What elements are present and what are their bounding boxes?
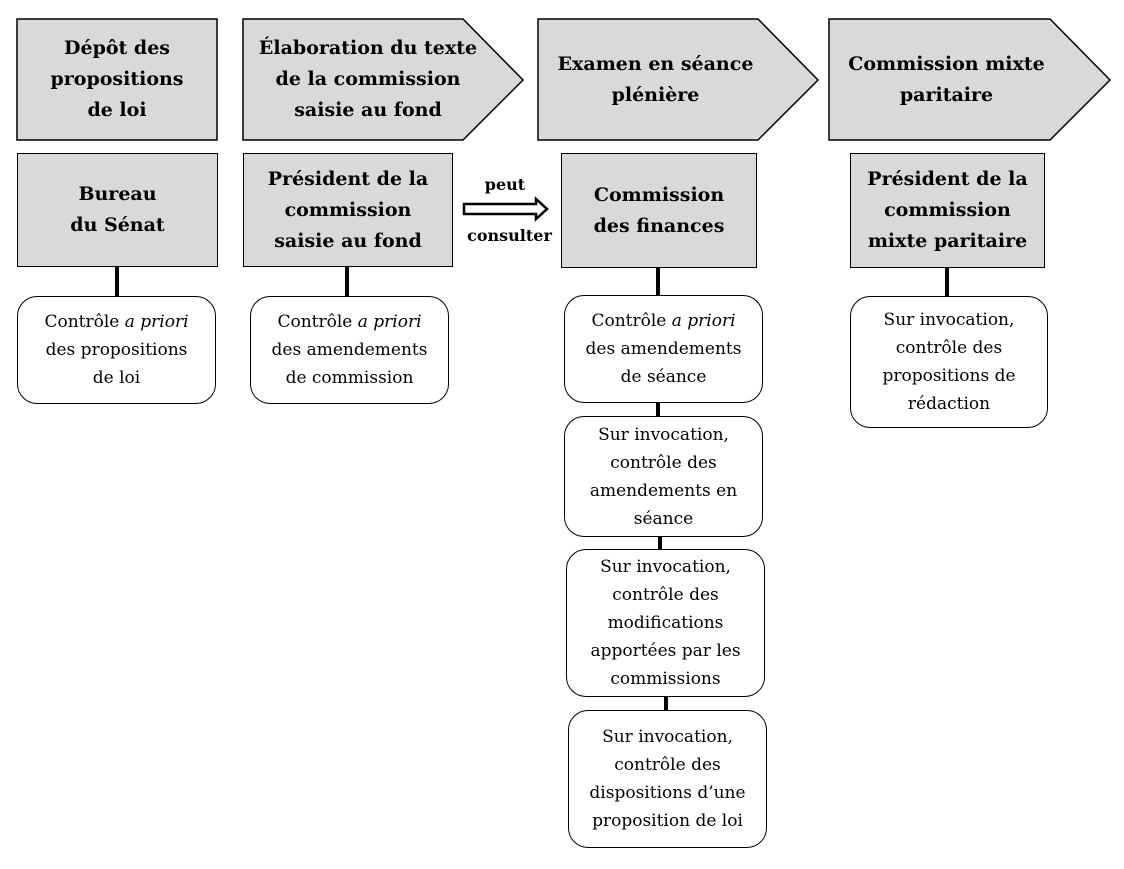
role-box-commission-finances: Commission des finances: [561, 153, 757, 268]
stage-label-cmp: Commission mixte paritaire: [848, 52, 1045, 106]
control-box-finances-1: Contrôle a priori des amendements de séa…: [564, 295, 763, 403]
role-box-bureau: Bureau du Sénat: [17, 153, 218, 267]
stage-shape-examen: [537, 18, 820, 141]
stage-label-depot: Dépôt des propositions de loi: [50, 37, 184, 121]
control-box-finances-2: Sur invocation, contrôle des amendements…: [564, 416, 763, 537]
arrow-label-peut: peut: [484, 175, 526, 194]
connector-finances-1: [656, 268, 660, 295]
consult-arrow-icon: [462, 196, 549, 222]
connector-bureau: [115, 267, 119, 296]
control-box-cmp: Sur invocation, contrôle des proposition…: [850, 296, 1048, 428]
stage-shape-elaboration: [242, 18, 525, 141]
arrow-label-consulter: consulter: [467, 226, 552, 245]
role-box-president-commission: Président de la commission saisie au fon…: [243, 153, 453, 267]
control-box-bureau: Contrôle a priori des propositions de lo…: [17, 296, 216, 404]
stage-shape-cmp: [828, 18, 1112, 141]
control-box-finances-4: Sur invocation, contrôle des disposition…: [568, 710, 767, 848]
stage-label-examen: Examen en séance plénière: [557, 52, 754, 106]
control-box-president-commission: Contrôle a priori des amendements de com…: [250, 296, 449, 404]
role-box-president-cmp: Président de la commission mixte paritai…: [850, 153, 1045, 268]
stage-shape-depot: [16, 18, 218, 141]
connector-president-commission: [345, 267, 349, 296]
connector-cmp: [945, 268, 949, 296]
stage-label-elaboration: Élaboration du texte de la commission sa…: [258, 37, 478, 121]
connector-finances-2: [656, 403, 660, 416]
connector-finances-3: [658, 537, 662, 549]
control-box-finances-3: Sur invocation, contrôle des modificatio…: [566, 549, 765, 697]
connector-finances-4: [664, 697, 668, 710]
